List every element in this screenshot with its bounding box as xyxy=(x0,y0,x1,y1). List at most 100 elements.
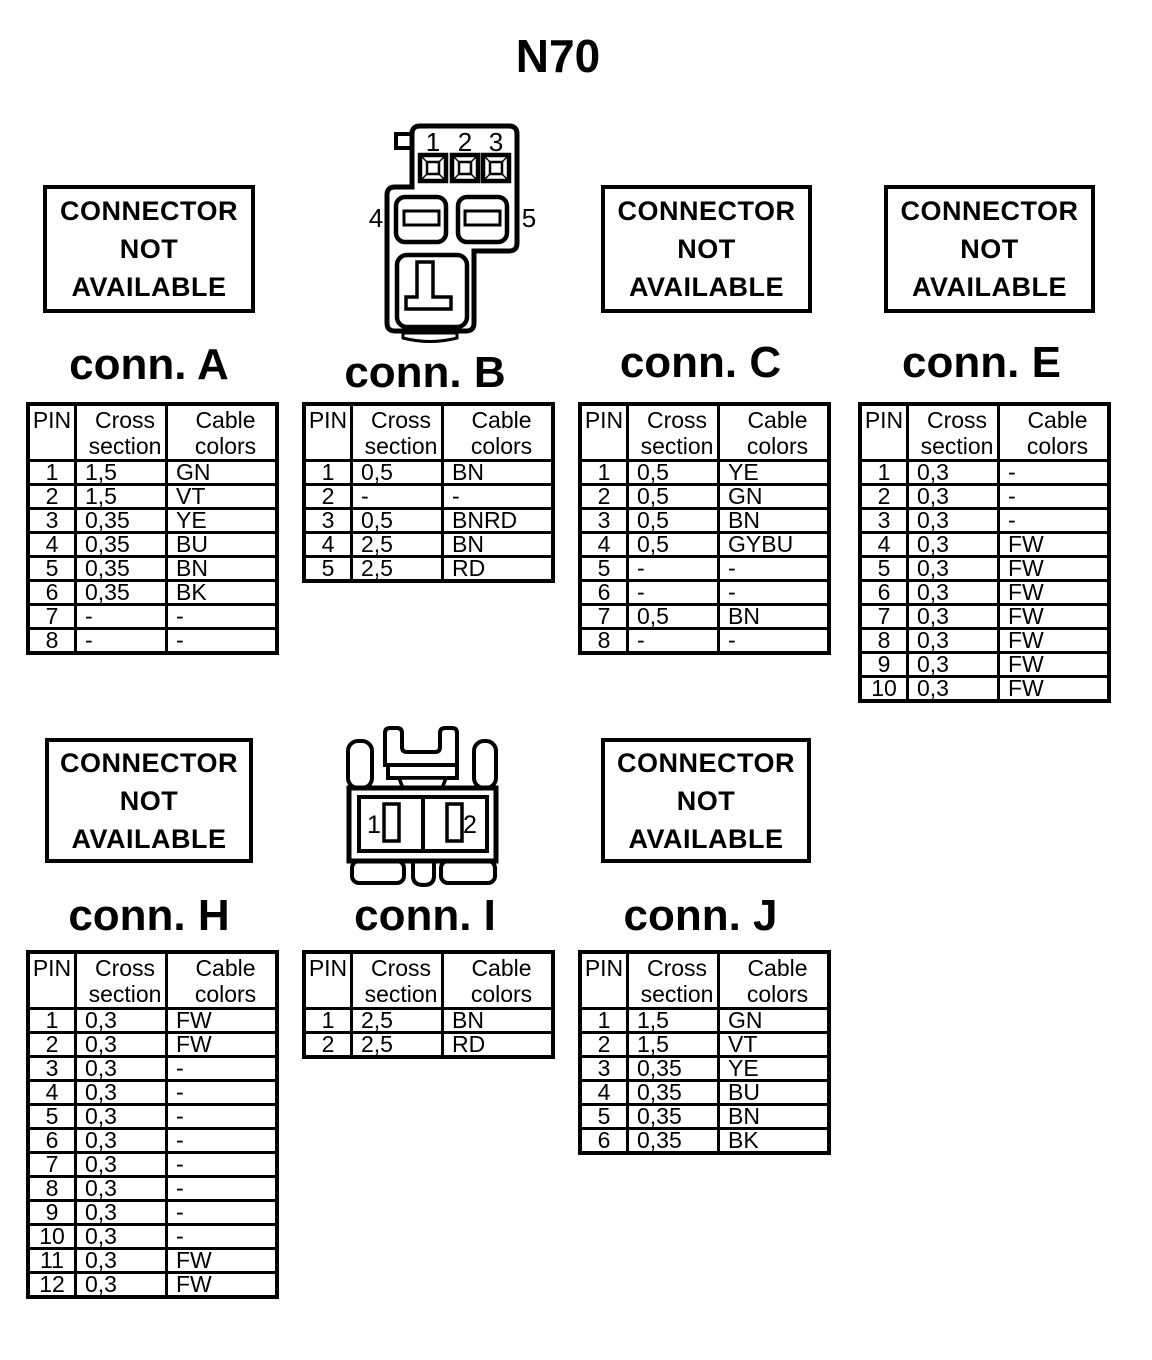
cable-colors-cell: VT xyxy=(165,483,279,510)
cable-colors-cell: - xyxy=(165,1151,279,1178)
cable-colors-cell: FW xyxy=(997,555,1111,582)
cable-colors-cell: BN xyxy=(441,1007,555,1034)
na-line: AVAILABLE xyxy=(629,272,784,302)
cross-section-cell: 2,5 xyxy=(350,531,444,558)
pin-cell: 2 xyxy=(858,483,909,510)
pin-cell: 3 xyxy=(578,507,629,534)
pin-cell: 6 xyxy=(858,579,909,606)
na-line: AVAILABLE xyxy=(912,272,1067,302)
cross-section-cell: 0,3 xyxy=(906,531,1000,558)
pin-column-header: PIN xyxy=(26,950,77,1010)
pin-cell: 4 xyxy=(26,1079,77,1106)
connector-i-label: conn. I xyxy=(354,891,496,940)
cable-colors-cell: - xyxy=(165,1175,279,1202)
connector-h-label: conn. H xyxy=(68,891,230,940)
cross-section-cell: 0,3 xyxy=(906,579,1000,606)
cross-section-cell: 0,35 xyxy=(626,1079,720,1106)
na-line: CONNECTOR xyxy=(617,196,796,226)
pin-cell: 7 xyxy=(26,1151,77,1178)
cross-section-column-header: Cross section xyxy=(74,402,168,462)
cross-section-cell: 0,5 xyxy=(626,459,720,486)
cross-section-cell: 0,35 xyxy=(626,1127,720,1155)
cable-colors-cell: VT xyxy=(717,1031,831,1058)
pin-cell: 4 xyxy=(578,1079,629,1106)
cable-colors-cell: - xyxy=(165,1199,279,1226)
cable-colors-cell: - xyxy=(165,1055,279,1082)
pin-column-header: PIN xyxy=(26,402,77,462)
cross-section-cell: 0,3 xyxy=(74,1031,168,1058)
pin-cell: 4 xyxy=(578,531,629,558)
cross-section-cell: - xyxy=(626,627,720,655)
cross-section-column-header: Cross section xyxy=(350,402,444,462)
cross-section-cell: 0,35 xyxy=(74,579,168,606)
pin-column-header: PIN xyxy=(578,402,629,462)
pin-cell: 1 xyxy=(302,1007,353,1034)
cross-section-cell: 1,5 xyxy=(74,459,168,486)
cross-section-cell: 0,35 xyxy=(626,1055,720,1082)
pin-cell: 12 xyxy=(26,1271,77,1299)
connector-e-label: conn. E xyxy=(902,338,1061,387)
pin-column-header: PIN xyxy=(858,402,909,462)
pin-cell: 3 xyxy=(26,507,77,534)
pin-cell: 3 xyxy=(302,507,353,534)
pin-cell: 1 xyxy=(26,1007,77,1034)
cross-section-cell: 2,5 xyxy=(350,555,444,583)
pin-cell: 6 xyxy=(26,579,77,606)
connector-b-pin4-terminal xyxy=(393,194,449,245)
cross-section-cell: 0,5 xyxy=(350,507,444,534)
pin-cell: 3 xyxy=(578,1055,629,1082)
cross-section-cell: 0,3 xyxy=(74,1175,168,1202)
cable-colors-cell: FW xyxy=(165,1031,279,1058)
pin-cell: 2 xyxy=(26,483,77,510)
connector-not-available-box-a: CONNECTOR NOT AVAILABLE xyxy=(43,185,255,313)
cross-section-cell: 0,5 xyxy=(626,507,720,534)
connector-not-available-box-e: CONNECTOR NOT AVAILABLE xyxy=(884,185,1095,313)
cable-colors-cell: YE xyxy=(717,1055,831,1082)
cross-section-cell: 1,5 xyxy=(626,1007,720,1034)
cross-section-column-header: Cross section xyxy=(74,950,168,1010)
connector-i-pin2-slot xyxy=(445,802,464,843)
cross-section-cell: 0,35 xyxy=(74,507,168,534)
connector-i-pin2-label: 2 xyxy=(463,811,477,839)
cable-colors-column-header: Cable colors xyxy=(717,402,831,462)
pin-cell: 6 xyxy=(26,1127,77,1154)
cable-colors-cell: FW xyxy=(165,1007,279,1034)
pin-cell: 6 xyxy=(578,579,629,606)
cable-colors-cell: YE xyxy=(165,507,279,534)
pin-cell: 1 xyxy=(26,459,77,486)
connector-b-pin5-label: 5 xyxy=(522,203,536,233)
cable-colors-cell: BU xyxy=(165,531,279,558)
cable-colors-cell: RD xyxy=(441,1031,555,1059)
cable-colors-cell: FW xyxy=(997,531,1111,558)
cable-colors-cell: BU xyxy=(717,1079,831,1106)
cable-colors-column-header: Cable colors xyxy=(717,950,831,1010)
cross-section-cell: 0,3 xyxy=(906,507,1000,534)
pin-cell: 8 xyxy=(26,627,77,655)
connector-b-pin3-terminal xyxy=(480,152,512,184)
pin-cell: 7 xyxy=(26,603,77,630)
table-row: 2-- xyxy=(302,483,555,510)
connector-i-latch xyxy=(383,726,459,767)
pin-cell: 7 xyxy=(858,603,909,630)
cross-section-cell: 0,5 xyxy=(626,483,720,510)
cable-colors-cell: BN xyxy=(717,1103,831,1130)
connector-i-pin1-slot xyxy=(382,802,401,843)
